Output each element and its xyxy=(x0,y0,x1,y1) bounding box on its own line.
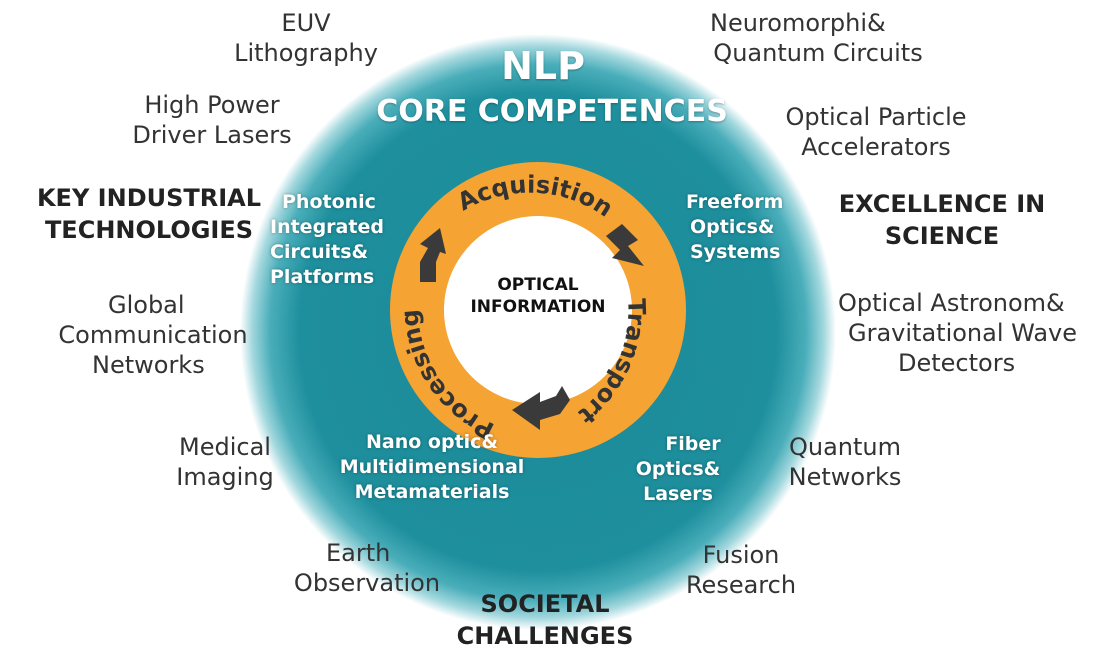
global-line-1: Global xyxy=(108,291,185,319)
freeform-line-2: Optics& xyxy=(690,216,775,238)
photonic-line-4: Platforms xyxy=(270,266,375,288)
app-optical-particle-accelerators: Optical Particle Accelerators xyxy=(776,102,976,162)
medical-line-2: Imaging xyxy=(176,463,274,491)
center-white-disk xyxy=(444,216,632,404)
app-neuromorphic-quantum-circuits: Neuromorphi& Quantum Circuits xyxy=(700,8,936,68)
global-line-3: Networks xyxy=(92,351,205,379)
app-earth-observation: Earth Observation xyxy=(284,538,450,598)
societal-line-2: CHALLENGES xyxy=(456,622,634,650)
app-fusion-research: Fusion Research xyxy=(676,540,806,600)
excellence-line-2: SCIENCE xyxy=(884,222,1000,250)
app-quantum-networks: Quantum Networks xyxy=(780,432,910,492)
key-industrial-line-2: TECHNOLOGIES xyxy=(44,216,254,244)
arrow-processing-to-acquisition xyxy=(420,228,446,282)
competence-freeform: Freeform Optics& Systems xyxy=(686,190,783,265)
competence-fiber: Fiber Optics& Lasers xyxy=(626,432,730,507)
astronomy-line-3: Detectors xyxy=(898,349,1016,377)
photonic-line-2: Integrated xyxy=(270,216,384,238)
photonic-line-3: Circuits& xyxy=(270,241,369,263)
arrow-acquisition-to-transport xyxy=(606,224,644,266)
astronomy-line-2: Gravitational Wave xyxy=(848,319,1078,347)
euv-line-1: EUV xyxy=(281,9,331,37)
center-line-1: OPTICAL xyxy=(497,275,579,295)
nano-line-3: Metamaterials xyxy=(354,481,510,503)
high-power-line-1: High Power xyxy=(144,91,280,119)
title-nlp: NLP xyxy=(501,44,585,88)
earth-line-1: Earth xyxy=(326,539,391,567)
fusion-line-2: Research xyxy=(685,571,797,599)
freeform-line-1: Freeform xyxy=(686,191,784,213)
center-optical-information: OPTICAL INFORMATION xyxy=(458,274,618,318)
particle-line-1: Optical Particle xyxy=(785,103,967,131)
key-industrial-line-1: KEY INDUSTRIAL xyxy=(36,184,262,212)
app-global-communication-networks: Global Communication Networks xyxy=(50,290,256,380)
app-high-power-driver-lasers: High Power Driver Lasers xyxy=(122,90,302,150)
photonic-line-1: Photonic xyxy=(282,191,376,213)
app-euv-lithography: EUV Lithography xyxy=(226,8,386,68)
fiber-line-2: Optics& xyxy=(635,458,721,480)
quantum-net-line-2: Networks xyxy=(788,463,902,491)
particle-line-2: Accelerators xyxy=(801,133,951,161)
fiber-line-3: Lasers xyxy=(643,483,713,505)
fusion-line-1: Fusion xyxy=(702,541,780,569)
center-line-2: INFORMATION xyxy=(470,297,606,317)
freeform-line-3: Systems xyxy=(690,241,781,263)
category-excellence: EXCELLENCE IN SCIENCE xyxy=(826,188,1058,252)
competence-photonic: Photonic Integrated Circuits& Platforms xyxy=(270,190,384,290)
arrow-transport-to-processing xyxy=(512,386,570,430)
euv-line-2: Lithography xyxy=(234,39,378,67)
app-medical-imaging: Medical Imaging xyxy=(166,432,284,492)
global-line-2: Communication xyxy=(58,321,248,349)
medical-line-1: Medical xyxy=(179,433,271,461)
neuromorphic-line-1: Neuromorphi& xyxy=(710,9,886,37)
nano-line-2: Multidimensional xyxy=(339,456,525,478)
societal-line-1: SOCIETAL xyxy=(480,590,610,618)
neuromorphic-line-2: Quantum Circuits xyxy=(713,39,923,67)
astronomy-line-1: Optical Astronom& xyxy=(838,289,1065,317)
excellence-line-1: EXCELLENCE IN xyxy=(838,190,1046,218)
earth-line-2: Observation xyxy=(293,569,441,597)
competence-nano: Nano optic& Multidimensional Metamateria… xyxy=(312,430,552,505)
title-core-competences: CORE COMPETENCES xyxy=(376,94,728,129)
nano-line-1: Nano optic& xyxy=(366,431,498,453)
app-optical-astronomy-gravitational: Optical Astronom& Gravitational Wave Det… xyxy=(834,288,1090,378)
quantum-net-line-1: Quantum xyxy=(788,433,902,461)
category-societal: SOCIETAL CHALLENGES xyxy=(440,588,650,652)
category-key-industrial: KEY INDUSTRIAL TECHNOLOGIES xyxy=(26,182,272,246)
fiber-line-1: Fiber xyxy=(665,433,721,455)
high-power-line-2: Driver Lasers xyxy=(132,121,292,149)
